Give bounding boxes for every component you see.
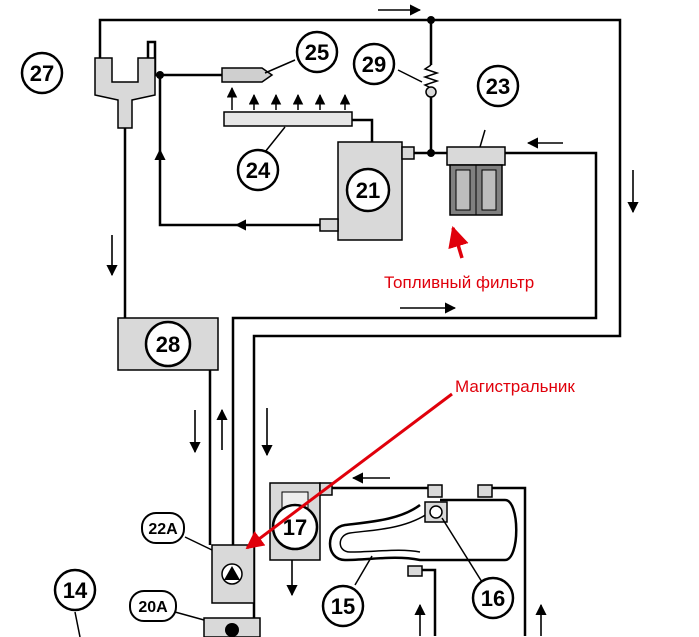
annotation-fuel-filter: Топливный фильтр [384,273,534,292]
label-25: 25 [305,40,329,65]
line-15-right [418,568,437,636]
label-21: 21 [356,178,380,203]
component-15 [328,498,518,586]
label-24: 24 [246,158,271,183]
label-23: 23 [486,74,510,99]
label-22a: 22A [148,521,178,538]
component-16 [424,501,483,583]
label-27: 27 [30,61,54,86]
component-20a [174,611,261,637]
junctions [156,16,435,157]
supply-line [231,151,598,545]
label-28: 28 [156,332,180,357]
label-29: 29 [362,52,386,77]
annotation-main-line: Магистральник [455,377,575,396]
arrow-main-line [245,392,453,550]
component-22a [184,536,255,604]
component-29 [397,64,440,98]
line-24-21 [350,118,374,142]
label-14: 14 [63,578,88,603]
label-16: 16 [481,586,505,611]
injector-arrows [226,86,351,110]
component-24 [223,111,353,127]
component-23 [446,129,506,216]
line-17-top [320,486,527,636]
component-25 [221,67,274,83]
number-badges [20,30,520,628]
label-15: 15 [331,594,355,619]
top-return-line [98,18,622,636]
label-20a: 20A [138,599,168,616]
flow-arrows [106,4,639,636]
arrow-fuel-filter [448,225,469,259]
component-27 [94,57,156,129]
